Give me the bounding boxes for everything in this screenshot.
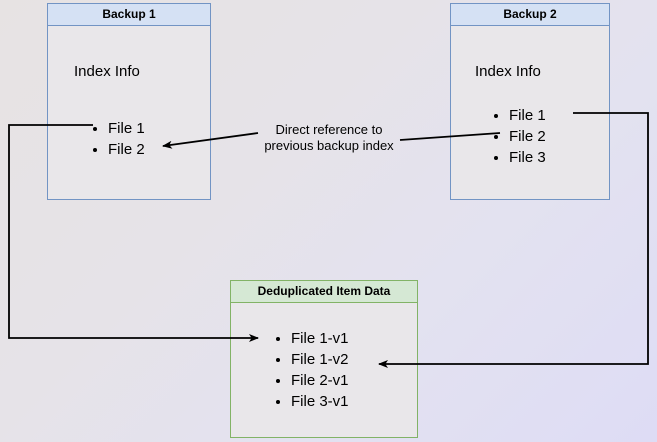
list-item: File 2 <box>509 126 546 147</box>
list-item: File 1 <box>108 118 145 139</box>
list-item: File 1-v2 <box>291 349 349 370</box>
backup-1-item-list: File 1 File 2 <box>92 118 145 160</box>
deduplicated-item-data-header: Deduplicated Item Data <box>231 281 417 303</box>
backup-2-subtitle: Index Info <box>475 63 541 80</box>
deduplicated-item-list: File 1-v1 File 1-v2 File 2-v1 File 3-v1 <box>275 328 349 412</box>
backup-2-header: Backup 2 <box>451 4 609 26</box>
backup-2-item-list: File 1 File 2 File 3 <box>493 105 546 168</box>
list-item: File 1 <box>509 105 546 126</box>
list-item: File 1-v1 <box>291 328 349 349</box>
list-item: File 3 <box>509 147 546 168</box>
list-item: File 2-v1 <box>291 370 349 391</box>
backup-1-header: Backup 1 <box>48 4 210 26</box>
backup-1-subtitle: Index Info <box>74 63 140 80</box>
backup-2-box: Backup 2 Index Info File 1 File 2 File 3 <box>450 3 610 200</box>
backup-1-box: Backup 1 Index Info File 1 File 2 <box>47 3 211 200</box>
direct-reference-label: Direct reference to previous backup inde… <box>264 122 394 153</box>
list-item: File 3-v1 <box>291 391 349 412</box>
deduplicated-item-data-box: Deduplicated Item Data File 1-v1 File 1-… <box>230 280 418 438</box>
list-item: File 2 <box>108 139 145 160</box>
